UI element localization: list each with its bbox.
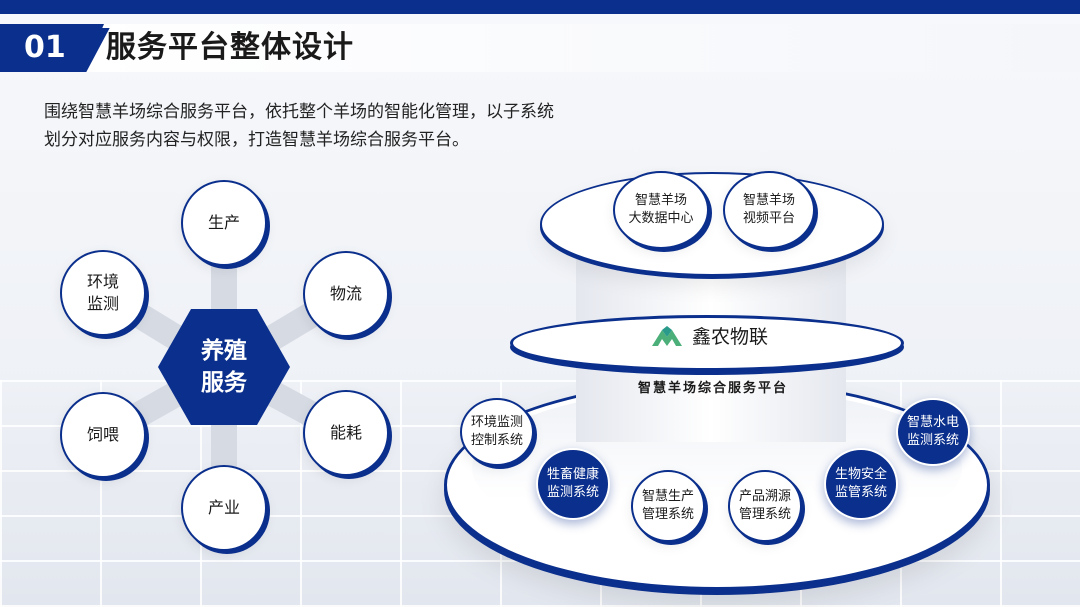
- top-node-bigdata: 智慧羊场 大数据中心: [613, 171, 709, 249]
- hub-node-environment: 环境 监测: [60, 250, 146, 336]
- hub-center-hexagon: 养殖 服务: [158, 309, 290, 425]
- hub-node-environment-line1: 环境: [86, 272, 119, 291]
- system-trace-line2: 管理系统: [738, 507, 791, 522]
- top-node-bigdata-line1: 智慧羊场: [634, 193, 687, 208]
- system-trace-line1: 产品溯源: [738, 489, 791, 504]
- intro-line-2: 划分对应服务内容与权限，打造智慧羊场综合服务平台。: [44, 130, 469, 150]
- hub-node-feeding: 饲喂: [60, 392, 146, 478]
- top-node-video-line1: 智慧羊场: [742, 193, 795, 208]
- hub-node-production-label: 生产: [207, 213, 240, 232]
- hub-node-industry-label: 产业: [207, 498, 240, 517]
- system-node-hydro-power: 智慧水电 监测系统: [896, 398, 970, 466]
- top-node-video-line2: 视频平台: [742, 211, 795, 226]
- hub-node-energy: 能耗: [303, 390, 389, 476]
- hub-node-feeding-label: 饲喂: [86, 425, 119, 444]
- hub-node-industry: 产业: [181, 465, 267, 551]
- title-band: [84, 24, 1080, 72]
- top-accent-bar: [0, 0, 1080, 14]
- hub-node-energy-label: 能耗: [329, 423, 362, 442]
- top-node-bigdata-line2: 大数据中心: [628, 211, 694, 226]
- system-env-line1: 环境监测: [470, 415, 523, 430]
- system-livestock-line2: 监测系统: [546, 485, 599, 500]
- intro-line-1: 围绕智慧羊场综合服务平台，依托整个羊场的智能化管理，以子系统: [44, 102, 554, 122]
- system-biosafety-line1: 生物安全: [834, 467, 887, 482]
- brand-logo: 鑫农物联: [650, 322, 768, 349]
- platform-name: 智慧羊场综合服务平台: [637, 381, 788, 396]
- system-biosafety-line2: 监管系统: [834, 485, 887, 500]
- hub-node-logistics-label: 物流: [329, 284, 362, 303]
- page-title: 服务平台整体设计: [106, 30, 354, 65]
- hub-center-line1: 养殖: [201, 338, 247, 364]
- platform-top-disc: [540, 172, 884, 276]
- system-production-line2: 管理系统: [641, 507, 694, 522]
- intro-text: 围绕智慧羊场综合服务平台，依托整个羊场的智能化管理，以子系统 划分对应服务内容与…: [44, 98, 684, 154]
- system-livestock-line1: 牲畜健康: [546, 467, 599, 482]
- hub-node-production: 生产: [181, 180, 267, 266]
- top-node-video: 智慧羊场 视频平台: [723, 171, 815, 249]
- system-node-production-management: 智慧生产 管理系统: [631, 470, 705, 542]
- system-hydro-line2: 监测系统: [906, 433, 959, 448]
- hub-center-line2: 服务: [201, 370, 247, 396]
- brand-name: 鑫农物联: [692, 326, 769, 348]
- system-production-line1: 智慧生产: [641, 489, 694, 504]
- system-env-line2: 控制系统: [470, 433, 523, 448]
- platform-brand-ring: [510, 315, 904, 371]
- system-node-biosafety: 生物安全 监管系统: [824, 448, 898, 520]
- system-node-product-traceability: 产品溯源 管理系统: [728, 470, 802, 542]
- system-node-livestock-health: 牲畜健康 监测系统: [536, 448, 610, 520]
- hub-node-environment-line2: 监测: [86, 294, 119, 313]
- system-hydro-line1: 智慧水电: [906, 415, 959, 430]
- mountain-logo-icon: [652, 325, 682, 346]
- system-node-environment-control: 环境监测 控制系统: [460, 398, 534, 466]
- hub-node-logistics: 物流: [303, 251, 389, 337]
